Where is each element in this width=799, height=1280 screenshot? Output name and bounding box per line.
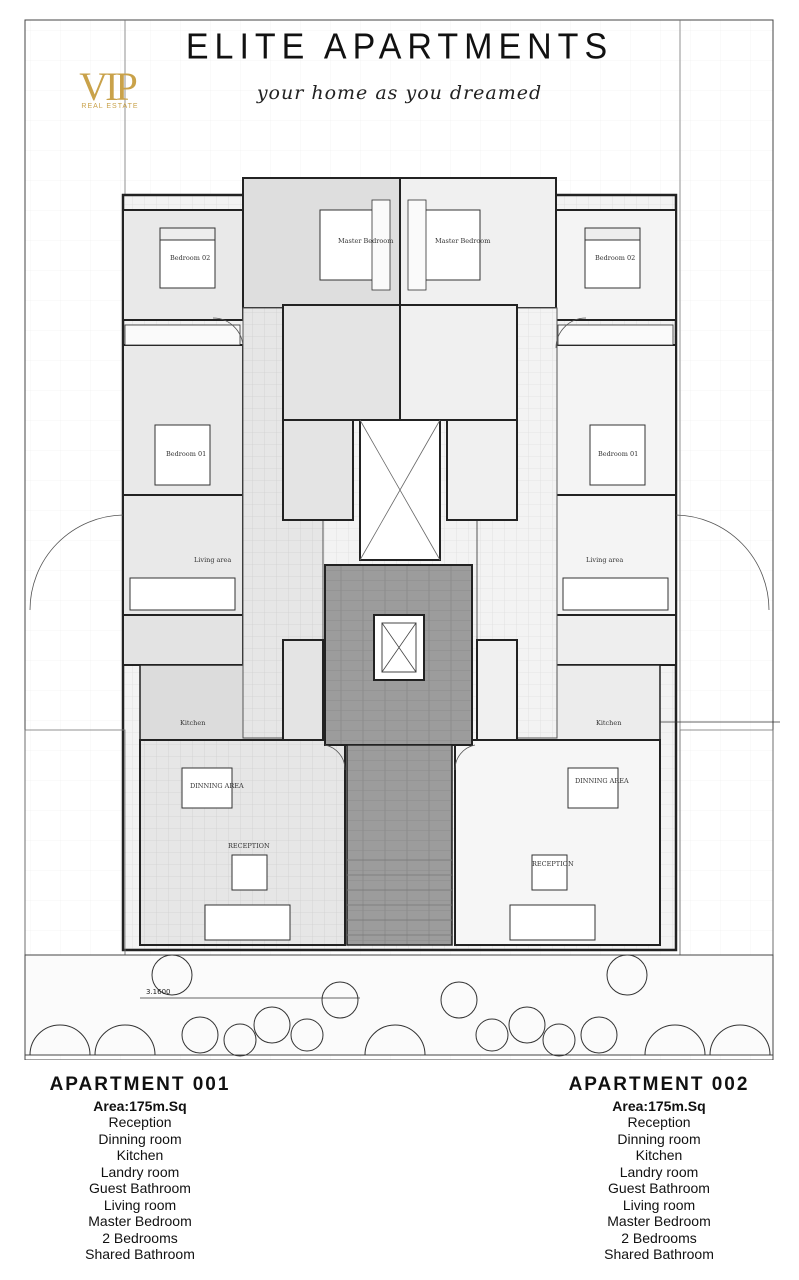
apartment-001-details: APARTMENT 001 Area:175m.Sq Reception Din… [25,1074,255,1263]
svg-text:VIP: VIP [79,64,136,109]
feature-item: Landry room [100,1163,180,1180]
room-label: DINNING AREA [190,782,244,790]
room-label: RECEPTION [532,860,574,868]
floor-plan: 3.1600 Bedroom 02 Master Bedroom Bedroom… [24,19,780,1060]
room-label: Kitchen [180,719,205,727]
room-label: Master Bedroom [435,237,490,245]
feature-item: Master Bedroom [607,1213,711,1229]
room-label: Living area [194,556,231,564]
feature-item: Shared Bathroom [85,1246,195,1262]
apartment-002-plan [399,177,677,946]
apartment-area: Area:175m.Sq [612,1098,706,1114]
apartment-title: APARTMENT 001 [49,1074,231,1095]
apartment-area: Area:175m.Sq [93,1098,187,1114]
feature-item: Landry room [619,1163,699,1180]
feature-item: Shared Bathroom [604,1246,714,1262]
room-label: RECEPTION [228,842,270,850]
tagline: your home as you dreamed [256,82,543,104]
room-label: Bedroom 01 [166,450,206,458]
page-title: ELITE APARTMENTS [185,27,614,67]
feature-item: Master Bedroom [88,1213,192,1229]
room-label: DINNING AREA [575,777,629,785]
room-label: Kitchen [596,719,621,727]
logo-subtitle: REAL ESTATE [81,103,139,110]
feature-item: Reception [108,1114,172,1130]
feature-item: Dinning room [617,1130,701,1147]
feature-item: Kitchen [635,1147,683,1163]
garden-strip [24,954,774,1056]
room-label: Bedroom 02 [170,254,210,262]
room-label: Bedroom 01 [598,450,638,458]
building-core [324,419,473,946]
feature-item: 2 Bedrooms [102,1229,178,1246]
feature-item: Kitchen [116,1147,164,1163]
room-label: Bedroom 02 [595,254,635,262]
feature-item: Living room [103,1196,177,1213]
apartment-002-details: APARTMENT 002 Area:175m.Sq Reception Din… [544,1074,774,1263]
room-label: Master Bedroom [338,237,393,245]
apartment-title: APARTMENT 002 [568,1074,750,1095]
feature-item: Living room [622,1196,696,1213]
feature-item: Guest Bathroom [608,1180,710,1196]
feature-item: Dinning room [98,1130,182,1147]
feature-item: 2 Bedrooms [621,1229,697,1246]
dimension-label: 3.1600 [146,988,171,996]
feature-item: Reception [627,1114,691,1130]
feature-item: Guest Bathroom [89,1180,191,1196]
room-label: Living area [586,556,623,564]
vip-logo-icon: VIP [79,64,139,109]
